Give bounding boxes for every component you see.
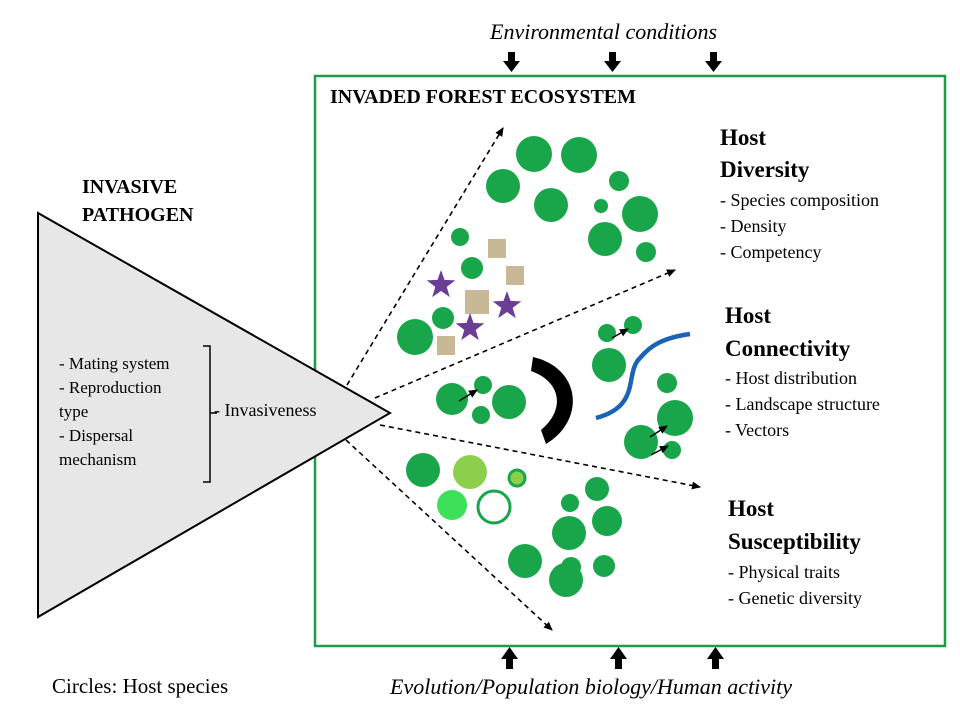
pathogen-title-line1: INVASIVE <box>82 176 178 198</box>
diversity-cluster <box>397 136 658 355</box>
host-circle <box>622 196 658 232</box>
trait-line: - Dispersal <box>59 426 134 445</box>
host-circle <box>486 169 520 203</box>
host-circle <box>594 199 608 213</box>
host-circle <box>663 441 681 459</box>
connectivity-cluster <box>436 316 693 459</box>
connectivity-title-line1: Host <box>725 303 771 328</box>
host-circle <box>549 563 583 597</box>
star-icon <box>492 291 522 319</box>
tan-square <box>465 290 489 314</box>
diversity-items: - Species composition - Density - Compet… <box>720 187 879 265</box>
host-circle <box>432 307 454 329</box>
host-circle <box>592 506 622 536</box>
host-circle <box>474 376 492 394</box>
drivers-label: Evolution/Population biology/Human activ… <box>390 674 793 699</box>
susceptibility-title-line2: Susceptibility <box>728 529 861 554</box>
host-circle <box>561 137 597 173</box>
host-circle <box>598 324 616 342</box>
environment-arrows <box>503 52 722 72</box>
host-circle <box>451 228 469 246</box>
pathogen-triangle <box>37 211 393 619</box>
susceptibility-cluster <box>406 453 622 597</box>
host-circle <box>593 555 615 577</box>
invasiveness-label: - Invasiveness <box>214 400 317 420</box>
host-circle <box>588 222 622 256</box>
host-circle <box>657 400 693 436</box>
host-circle <box>636 242 656 262</box>
trait-line: - Mating system <box>59 354 170 373</box>
connectivity-item: - Vectors <box>725 420 790 440</box>
host-circle-ringed <box>507 468 527 488</box>
river-curve <box>595 331 691 421</box>
host-circle <box>508 544 542 578</box>
host-circle <box>624 425 658 459</box>
host-circle-bright <box>437 490 467 520</box>
susceptibility-item: - Genetic diversity <box>728 588 862 608</box>
host-circle <box>492 385 526 419</box>
up-arrow-icon <box>610 647 627 669</box>
driver-arrows <box>501 647 724 669</box>
up-arrow-icon <box>707 647 724 669</box>
diversity-item: - Density <box>720 216 787 236</box>
host-circle <box>436 383 468 415</box>
susceptibility-item: - Physical traits <box>728 562 840 582</box>
fan-arrow-2 <box>374 269 676 399</box>
ecosystem-frame <box>313 74 947 648</box>
host-circle <box>472 406 490 424</box>
host-circle <box>516 136 552 172</box>
tan-square <box>506 266 524 285</box>
host-circle <box>657 373 677 393</box>
up-arrow-icon <box>501 647 518 669</box>
movement-arrow <box>458 389 478 402</box>
fan-arrow-4 <box>345 439 553 631</box>
host-circle <box>592 348 626 382</box>
down-arrow-icon <box>705 52 722 72</box>
ecosystem-title: INVADED FOREST ECOSYSTEM <box>330 86 637 108</box>
connectivity-title-line2: Connectivity <box>725 336 851 361</box>
movement-arrow <box>611 328 629 339</box>
trait-line: mechanism <box>59 450 137 469</box>
barrier-shape <box>531 357 573 444</box>
trait-line: - Reproduction <box>59 378 162 397</box>
diversity-title-line1: Host <box>720 125 766 150</box>
diversity-title-line2: Diversity <box>720 157 810 182</box>
fan-arrow-3 <box>379 424 701 490</box>
susceptibility-items: - Physical traits - Genetic diversity <box>728 559 862 611</box>
trait-line: type <box>59 402 89 421</box>
legend-label: Circles: Host species <box>52 674 229 698</box>
down-arrow-icon <box>503 52 520 72</box>
host-circle-light <box>453 455 487 489</box>
connectivity-item: - Landscape structure <box>725 394 880 414</box>
movement-arrow <box>650 445 669 456</box>
traits-bracket <box>203 345 217 483</box>
connectivity-items: - Host distribution - Landscape structur… <box>725 365 880 443</box>
environment-label: Environmental conditions <box>490 19 718 44</box>
host-circle <box>534 188 568 222</box>
star-icon <box>455 313 485 341</box>
connectivity-item: - Host distribution <box>725 368 858 388</box>
susceptibility-title-line1: Host <box>728 496 774 521</box>
pathogen-title-line2: PATHOGEN <box>82 204 194 226</box>
movement-arrow <box>649 425 668 438</box>
host-circle <box>624 316 642 334</box>
pathogen-traits: - Mating system - Reproduction type - Di… <box>59 352 170 472</box>
host-circle <box>461 257 483 279</box>
tan-square <box>488 239 506 258</box>
host-circle <box>406 453 440 487</box>
host-circle-hollow <box>476 489 512 525</box>
host-circle <box>397 319 433 355</box>
down-arrow-icon <box>604 52 621 72</box>
diversity-item: - Species composition <box>720 190 879 210</box>
host-circle <box>585 477 609 501</box>
host-circle <box>552 516 586 550</box>
dispersal-arrows <box>345 127 701 631</box>
host-circle <box>609 171 629 191</box>
tan-square <box>437 336 455 355</box>
host-circle <box>561 494 579 512</box>
diversity-item: - Competency <box>720 242 822 262</box>
star-icon <box>426 270 456 298</box>
